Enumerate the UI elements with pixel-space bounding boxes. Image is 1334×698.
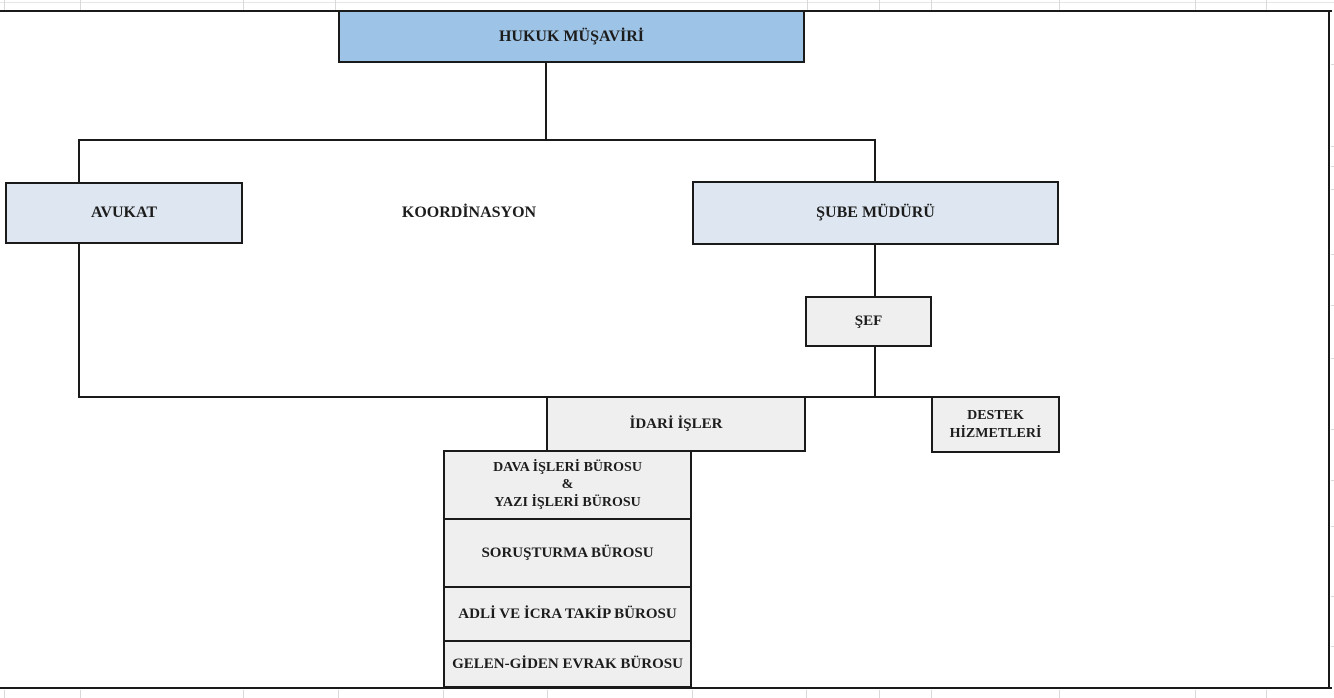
- node-label: ŞUBE MÜDÜRÜ: [816, 204, 935, 222]
- connector-sube-top: [874, 139, 876, 183]
- spreadsheet-column-gridline: [243, 0, 244, 10]
- connector-main-horizontal: [78, 139, 876, 141]
- spreadsheet-column-gridline: [80, 0, 81, 10]
- node-sef[interactable]: ŞEF: [805, 296, 932, 347]
- spreadsheet-column-gridline: [243, 690, 244, 698]
- spreadsheet-column-gridline: [335, 0, 336, 10]
- spreadsheet-row-gridline: [1331, 358, 1334, 359]
- spreadsheet-row-gridline: [1331, 596, 1334, 597]
- node-avukat[interactable]: AVUKAT: [5, 182, 243, 244]
- label-koordinasyon: KOORDİNASYON: [401, 204, 537, 221]
- spreadsheet-row-gridline: [1331, 429, 1334, 430]
- spreadsheet-column-gridline: [1195, 690, 1196, 698]
- spreadsheet-row-gridline: [1331, 480, 1334, 481]
- connector-avukat-top: [78, 139, 80, 184]
- node-sube-mudurlugu[interactable]: ŞUBE MÜDÜRÜ: [692, 181, 1059, 245]
- spreadsheet-row-gridline: [1331, 305, 1334, 306]
- spreadsheet-row-gridline: [1331, 166, 1334, 167]
- spreadsheet-row-gridline: [1331, 254, 1334, 255]
- spreadsheet-column-gridline: [806, 690, 807, 698]
- connector-sube-to-sef: [874, 243, 876, 298]
- node-adli-icra-takip-burosu[interactable]: ADLİ VE İCRA TAKİP BÜROSU: [443, 586, 692, 642]
- spreadsheet-column-gridline: [547, 690, 548, 698]
- spreadsheet-column-gridline: [4, 0, 5, 10]
- spreadsheet-row-gridline: [1331, 64, 1334, 65]
- node-sorusturma-burosu[interactable]: SORUŞTURMA BÜROSU: [443, 518, 692, 588]
- frame-right-line: [1328, 10, 1330, 689]
- connector-hukuk-down: [545, 61, 547, 141]
- spreadsheet-column-gridline: [692, 690, 693, 698]
- node-label-line: DAVA İŞLERİ BÜROSU: [493, 460, 642, 476]
- spreadsheet-column-gridline: [1266, 690, 1267, 698]
- spreadsheet-column-gridline: [443, 690, 444, 698]
- connector-sef-down: [874, 345, 876, 398]
- spreadsheet-column-gridline: [931, 0, 932, 10]
- frame-bottom-line: [0, 687, 1332, 689]
- spreadsheet-row-gridline: [1331, 526, 1334, 527]
- node-label: ŞEF: [854, 313, 883, 330]
- node-label-line: HİZMETLERİ: [949, 425, 1042, 441]
- spreadsheet-column-gridline: [1195, 0, 1196, 10]
- spreadsheet-row-gridline: [1331, 146, 1334, 147]
- spreadsheet-column-gridline: [1059, 0, 1060, 10]
- spreadsheet-column-gridline: [1266, 0, 1267, 10]
- spreadsheet-column-gridline: [1059, 690, 1060, 698]
- spreadsheet-column-gridline: [4, 690, 5, 698]
- node-gelen-giden-evrak-burosu[interactable]: GELEN-GİDEN EVRAK BÜROSU: [443, 640, 692, 688]
- node-idari-isler[interactable]: İDARİ İŞLER: [546, 396, 806, 452]
- spreadsheet-column-gridline: [879, 690, 880, 698]
- spreadsheet-row-gridline: [1331, 189, 1334, 190]
- node-label: İDARİ İŞLER: [629, 415, 723, 432]
- spreadsheet-row-gridline: [0, 2, 1334, 3]
- node-hukuk-musaviri[interactable]: HUKUK MÜŞAVİRİ: [338, 10, 805, 63]
- node-destek-hizmetleri[interactable]: DESTEK HİZMETLERİ: [931, 396, 1060, 453]
- node-label: HUKUK MÜŞAVİRİ: [498, 27, 645, 45]
- node-label: AVUKAT: [90, 204, 158, 222]
- spreadsheet-column-gridline: [338, 690, 339, 698]
- connector-avukat-down: [78, 242, 80, 398]
- spreadsheet-row-gridline: [1331, 646, 1334, 647]
- node-label-line: &: [561, 477, 574, 493]
- spreadsheet-column-gridline: [80, 690, 81, 698]
- node-label-line: DESTEK: [967, 408, 1024, 424]
- node-dava-yazi-isleri-burosu[interactable]: DAVA İŞLERİ BÜROSU & YAZI İŞLERİ BÜROSU: [443, 450, 692, 520]
- spreadsheet-column-gridline: [879, 0, 880, 10]
- connector-lower-horizontal: [78, 396, 933, 398]
- node-label-line: YAZI İŞLERİ BÜROSU: [494, 494, 641, 510]
- node-label: ADLİ VE İCRA TAKİP BÜROSU: [458, 605, 677, 622]
- node-label: SORUŞTURMA BÜROSU: [481, 544, 654, 561]
- spreadsheet-column-gridline: [931, 690, 932, 698]
- node-label: GELEN-GİDEN EVRAK BÜROSU: [452, 655, 683, 672]
- spreadsheet-column-gridline: [807, 0, 808, 10]
